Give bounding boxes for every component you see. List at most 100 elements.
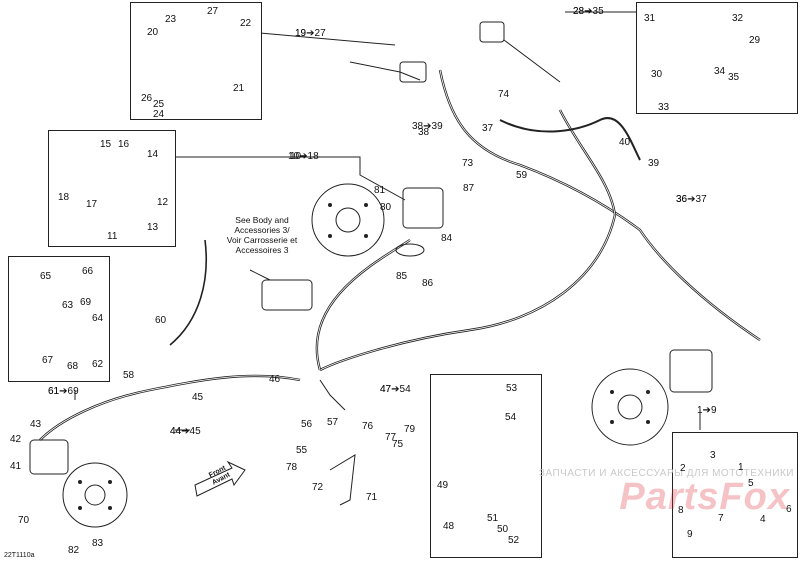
callout-26: 26 [141, 93, 153, 104]
callout-79: 79 [404, 424, 416, 435]
callout-68: 68 [67, 361, 79, 372]
ref-range-38-39: 38➔39 [412, 121, 443, 132]
callout-9: 9 [687, 529, 693, 540]
callout-15: 15 [100, 139, 112, 150]
callout-51: 51 [487, 513, 499, 524]
inset-rear-left-caliper [8, 256, 110, 382]
ref-range-1-9: 1➔9 [697, 405, 717, 416]
callout-31: 31 [644, 13, 656, 24]
note-line-3: Voir Carrosserie et [226, 235, 298, 245]
callout-76: 76 [362, 421, 374, 432]
callout-11: 11 [107, 231, 118, 242]
callout-60: 60 [155, 315, 167, 326]
inset-front-caliper [48, 130, 176, 247]
callout-34: 34 [714, 66, 726, 77]
callout-21: 21 [233, 83, 245, 94]
note-line-4: Accessoires 3 [235, 245, 289, 255]
callout-35: 35 [728, 72, 740, 83]
callout-85: 85 [396, 271, 408, 282]
ref-range-19-27: 19➔27 [295, 28, 326, 39]
callout-14: 14 [147, 149, 159, 160]
callout-73: 73 [462, 158, 474, 169]
callout-17: 17 [86, 199, 98, 210]
callout-72: 72 [312, 482, 324, 493]
callout-63: 63 [62, 300, 74, 311]
callout-33: 33 [658, 102, 670, 113]
callout-13: 13 [147, 222, 159, 233]
callout-24: 24 [153, 109, 165, 120]
callout-28: 28 [573, 6, 585, 17]
callout-87: 87 [463, 183, 475, 194]
callout-52: 52 [508, 535, 520, 546]
callout-16: 16 [118, 139, 130, 150]
callout-69: 69 [80, 297, 92, 308]
callout-84: 84 [441, 233, 453, 244]
ref-range-36-37: 36➔37 [676, 194, 707, 205]
callout-70: 70 [18, 515, 30, 526]
callout-56: 56 [301, 419, 313, 430]
note-line-1: See Body and [235, 215, 289, 225]
inset-rear-right-caliper [672, 432, 798, 558]
callout-4: 4 [760, 514, 766, 525]
body-accessories-note: See Body and Accessories 3/ Voir Carross… [222, 215, 302, 255]
ref-range-47-54: 47➔54 [380, 384, 411, 395]
callout-54: 54 [505, 412, 517, 423]
callout-43: 43 [30, 419, 42, 430]
callout-46: 46 [269, 374, 281, 385]
callout-49: 49 [437, 480, 449, 491]
inset-front-master-cylinder [130, 2, 262, 120]
ref-range-10-18: 10➔18 [288, 151, 319, 162]
callout-30: 30 [651, 69, 663, 80]
diagram-code: 22T1110a [4, 552, 35, 559]
callout-29: 29 [749, 35, 761, 46]
callout-59: 59 [516, 170, 528, 181]
callout-80: 80 [380, 202, 392, 213]
callout-78: 78 [286, 462, 298, 473]
callout-77: 77 [385, 432, 397, 443]
callout-62: 62 [92, 359, 104, 370]
callout-36: 36 [676, 194, 688, 205]
callout-2: 2 [680, 463, 686, 474]
callout-37: 37 [482, 123, 494, 134]
callout-53: 53 [506, 383, 518, 394]
callout-40: 40 [619, 137, 631, 148]
callout-10: 10 [290, 151, 302, 162]
callout-48: 48 [443, 521, 455, 532]
callout-42: 42 [10, 434, 22, 445]
callout-74: 74 [498, 89, 510, 100]
callout-67: 67 [42, 355, 54, 366]
callout-81: 81 [374, 185, 386, 196]
note-line-2: Accessories 3/ [234, 225, 290, 235]
callout-20: 20 [147, 27, 159, 38]
callout-45: 45 [192, 392, 204, 403]
callout-57: 57 [327, 417, 339, 428]
callout-19: 19 [295, 28, 307, 39]
callout-41: 41 [10, 461, 22, 472]
callout-58: 58 [123, 370, 135, 381]
callout-27: 27 [207, 6, 219, 17]
watermark-logo: PartsFox [619, 476, 790, 518]
callout-38: 38 [418, 127, 430, 138]
callout-83: 83 [92, 538, 104, 549]
callout-25: 25 [153, 99, 165, 110]
inset-pedal-reservoir [430, 374, 542, 558]
callout-6: 6 [786, 504, 792, 515]
callout-47: 47 [380, 384, 392, 395]
callout-82: 82 [68, 545, 80, 556]
callout-22: 22 [240, 18, 252, 29]
callout-18: 18 [58, 192, 70, 203]
callout-1: 1 [738, 462, 744, 473]
inset-rear-master-cylinder [636, 2, 798, 114]
callout-86: 86 [422, 278, 434, 289]
callout-39: 39 [648, 158, 660, 169]
ref-range-61-69: 61➔69 [48, 386, 79, 397]
callout-50: 50 [497, 524, 509, 535]
callout-12: 12 [157, 197, 169, 208]
callout-7: 7 [718, 513, 724, 524]
callout-75: 75 [392, 439, 404, 450]
callout-44: 44 [170, 426, 182, 437]
callout-32: 32 [732, 13, 744, 24]
callout-71: 71 [366, 492, 378, 503]
